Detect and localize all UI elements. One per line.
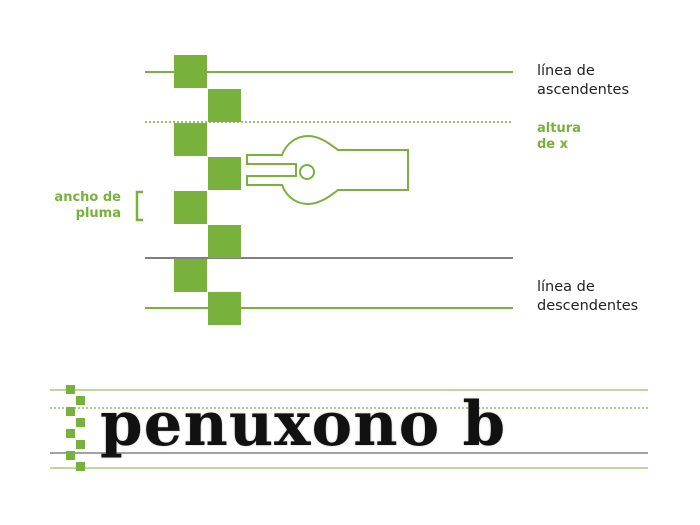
descender-label-line1: línea de <box>537 279 595 295</box>
pen-width-label-line2: pluma <box>75 206 121 221</box>
descender-label: línea de descendentes <box>537 278 638 316</box>
ascender-label-line2: ascendentes <box>537 82 629 98</box>
calligraphy-sample: penuxono b <box>100 389 507 460</box>
ascender-label-line1: línea de <box>537 63 595 79</box>
bracket-icon <box>135 190 143 222</box>
pen-width-squares <box>174 55 241 325</box>
pen-nib-icon <box>246 134 409 206</box>
x-height-label-line1: altura <box>537 121 581 136</box>
pen-width-label-line1: ancho de <box>54 190 121 205</box>
sample-pen-squares <box>66 385 85 471</box>
x-height-label-line2: de x <box>537 137 569 152</box>
descender-label-line2: descendentes <box>537 298 639 314</box>
x-height-label: altura de x <box>537 121 581 153</box>
pen-width-label: ancho de pluma <box>40 190 121 222</box>
ascender-label: línea de ascendentes <box>537 62 629 100</box>
